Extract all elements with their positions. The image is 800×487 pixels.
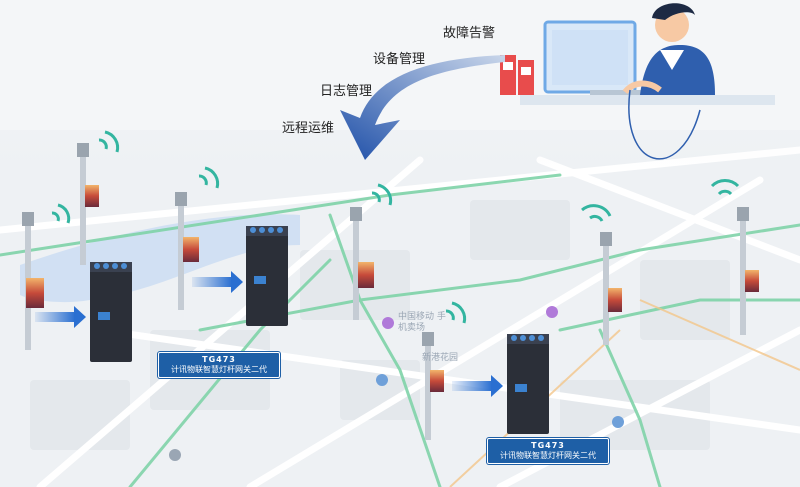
gateway-model: TG473: [202, 355, 236, 364]
management-flow-arrow: [340, 55, 505, 160]
smart-pole: [175, 166, 220, 310]
data-flow-arrow: [35, 306, 86, 328]
smart-pole: [422, 301, 467, 440]
operator-workstation-illustration: [500, 3, 775, 160]
map-label-area: 中国移动 手机卖场: [398, 312, 446, 333]
gateway-model: TG473: [531, 441, 565, 450]
smart-pole: [581, 204, 622, 345]
gateway-device: [90, 262, 132, 362]
alarm-label: 故障告警: [443, 26, 496, 41]
smart-pole: [77, 130, 120, 265]
log-management-label: 日志管理: [320, 84, 373, 99]
gateway-tag: TG473 计讯物联智慧灯杆网关二代: [158, 352, 280, 378]
smart-pole: [710, 179, 759, 335]
smart-pole: [22, 203, 71, 350]
gateway-desc: 计讯物联智慧灯杆网关二代: [171, 365, 267, 374]
smart-light-poles: [22, 130, 759, 440]
data-flow-arrow: [452, 375, 503, 397]
device-management-label: 设备管理: [373, 52, 426, 67]
remote-ops-label: 远程运维: [282, 121, 335, 136]
smart-pole: [350, 183, 393, 320]
gateway-tag: TG473 计讯物联智慧灯杆网关二代: [487, 438, 609, 464]
gateway-device: [507, 334, 549, 434]
map-label-estate: 新港花园: [422, 353, 459, 363]
gateway-desc: 计讯物联智慧灯杆网关二代: [500, 451, 596, 460]
data-flow-arrow: [192, 271, 243, 293]
gateway-device: [246, 226, 288, 326]
